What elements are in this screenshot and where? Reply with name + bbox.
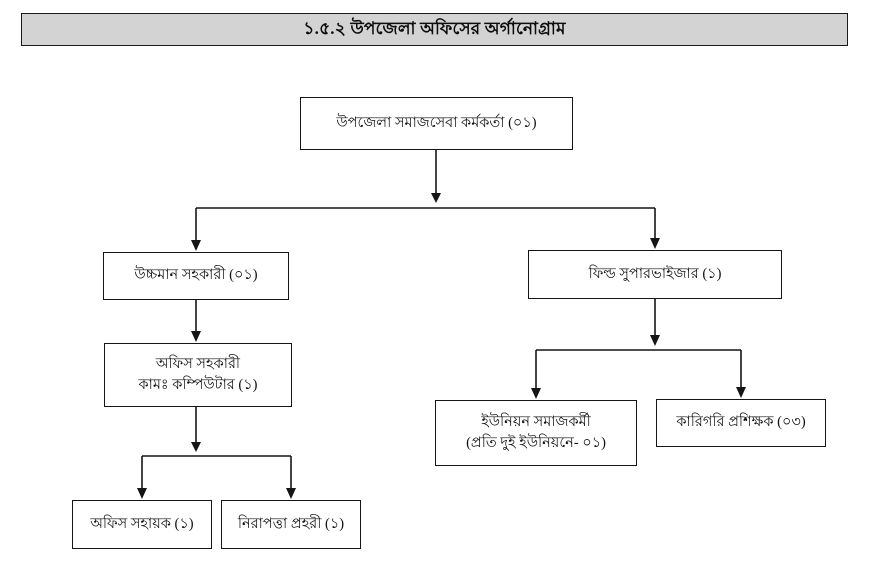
node-label-line: নিরাপত্তা প্রহরী (১) xyxy=(237,515,345,532)
arrowhead-security-guard xyxy=(286,488,296,499)
node-label-line: কারিগরি প্রশিক্ষক (০৩) xyxy=(676,414,806,431)
node-label-line: অফিস সহকারী xyxy=(155,355,241,372)
arrowhead-officer-stem xyxy=(431,193,441,203)
node-label-line: উচ্চমান সহকারী (০১) xyxy=(134,267,258,284)
arrowhead-technical-instructor xyxy=(736,387,746,398)
arrowhead-field-supervisor xyxy=(650,238,660,249)
page-title: ১.৫.২ উপজেলা অফিসের অর্গানোগ্রাম xyxy=(303,19,566,39)
node-label-line: ফিল্ড সুপারভাইজার (১) xyxy=(588,265,722,282)
node-label-line: ইউনিয়ন সমাজকর্মী xyxy=(481,413,591,430)
node-office-assistant[interactable]: অফিস সহকারী কামঃ কম্পিউটার (১) xyxy=(104,343,292,407)
arrowhead-union-worker xyxy=(531,388,541,399)
node-security-guard[interactable]: নিরাপত্তা প্রহরী (১) xyxy=(221,500,361,549)
node-upazila-officer[interactable]: উপজেলা সমাজসেবা কর্মকর্তা (০১) xyxy=(300,97,573,150)
node-office-helper[interactable]: অফিস সহায়ক (১) xyxy=(72,500,212,549)
arrowhead-office-assistant-stem xyxy=(191,442,201,452)
node-technical-instructor[interactable]: কারিগরি প্রশিক্ষক (০৩) xyxy=(656,399,826,447)
arrowhead-office-helper xyxy=(137,488,147,499)
node-label-line: অফিস সহায়ক (১) xyxy=(90,515,194,532)
node-label-line: কামঃ কম্পিউটার (১) xyxy=(138,377,258,393)
node-field-supervisor[interactable]: ফিল্ড সুপারভাইজার (১) xyxy=(528,250,782,299)
node-ucchoman-shohokari[interactable]: উচ্চমান সহকারী (০১) xyxy=(103,252,289,300)
node-label-line: উপজেলা সমাজসেবা কর্মকর্তা (০১) xyxy=(336,114,537,131)
arrowhead-office-assistant xyxy=(191,331,201,342)
arrowhead-ucchoman xyxy=(191,240,201,251)
page-title-banner: ১.৫.২ উপজেলা অফিসের অর্গানোগ্রাম xyxy=(21,13,848,46)
node-label-line: (প্রতি দুই ইউনিয়নে- ০১) xyxy=(466,435,606,451)
arrowhead-field-supervisor-stem xyxy=(650,335,660,346)
node-union-social-worker[interactable]: ইউনিয়ন সমাজকর্মী (প্রতি দুই ইউনিয়নে- ০… xyxy=(435,400,637,466)
